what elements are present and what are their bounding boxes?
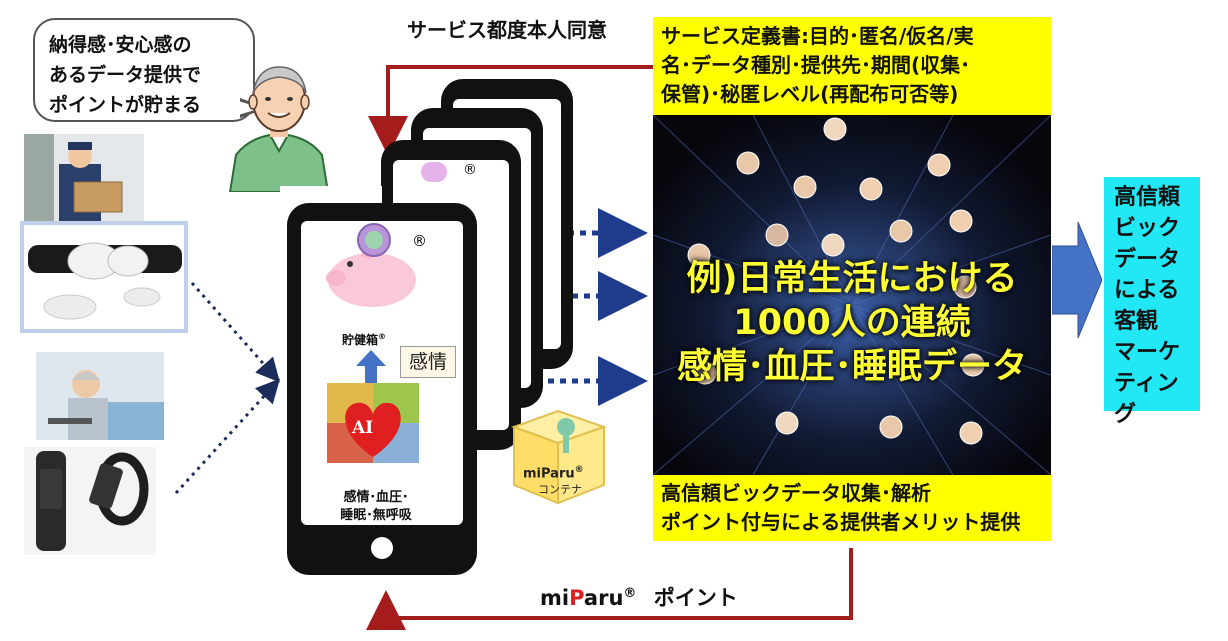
measure-line-2: 睡眠･無呼吸 — [326, 507, 426, 525]
ai-label: AI — [352, 418, 373, 438]
piggy-label: 貯健箱® — [342, 331, 386, 348]
up-arrow — [356, 350, 386, 384]
big-data-panel: 例)日常生活における 1000人の連続 感情･血圧･睡眠データ — [653, 115, 1051, 475]
points-label: miParu® ポイント — [540, 582, 738, 612]
measure-text: 感情･血圧･ 睡眠･無呼吸 — [326, 489, 426, 525]
registered-mark-front: ® — [412, 232, 427, 250]
points-rest: aru — [584, 586, 623, 610]
piggy-bank-icon — [320, 220, 420, 310]
emotion-tag: 感情 — [400, 346, 456, 378]
output-line-6: マーケ — [1114, 337, 1200, 368]
output-line-3: データ — [1114, 244, 1200, 275]
collection-line-1: 高信頼ビックデータ収集･解析 — [661, 479, 1043, 508]
output-line-2: ビック — [1114, 213, 1200, 244]
registered-mark-back: ® — [463, 162, 477, 178]
points-mark: ® — [623, 586, 636, 601]
service-definition-box: サービス定義書:目的･匿名/仮名/実 名･データ種別･提供先･期間(収集･ 保管… — [653, 17, 1051, 115]
center-line-3: 感情･血圧･睡眠データ — [653, 345, 1051, 389]
home-button-icon[interactable] — [371, 537, 393, 559]
output-arrow — [1052, 222, 1102, 338]
center-line-1: 例)日常生活における — [653, 257, 1051, 301]
measure-line-1: 感情･血圧･ — [326, 489, 426, 507]
consent-label: サービス都度本人同意 — [407, 14, 607, 43]
service-def-line-2: 名･データ種別･提供先･期間(収集･ — [661, 51, 1043, 80]
container-label: コンテナ — [538, 481, 582, 497]
center-text: 例)日常生活における 1000人の連続 感情･血圧･睡眠データ — [653, 257, 1051, 389]
avatar-mini — [421, 162, 447, 182]
output-line-1: 高信頼 — [1114, 182, 1200, 213]
piggy-label-mark: ® — [378, 332, 386, 341]
collection-box: 高信頼ビックデータ収集･解析 ポイント付与による提供者メリット提供 — [653, 475, 1051, 541]
service-def-line-3: 保管)･秘匿レベル(再配布可否等) — [661, 80, 1043, 109]
output-line-7: ティング — [1114, 368, 1200, 430]
points-prefix: mi — [540, 586, 569, 610]
output-box: 高信頼 ビック データ による 客観 マーケ ティング — [1104, 177, 1200, 411]
container-brand-text: miParu — [523, 466, 575, 481]
output-line-4: による — [1114, 275, 1200, 306]
container-brand-mark: ® — [575, 465, 584, 475]
points-p: P — [569, 586, 584, 610]
piggy-label-text: 貯健箱 — [342, 333, 378, 347]
points-suffix: ポイント — [654, 586, 738, 610]
collection-line-2: ポイント付与による提供者メリット提供 — [661, 508, 1043, 537]
container-brand: miParu® — [523, 465, 584, 481]
service-def-line-1: サービス定義書:目的･匿名/仮名/実 — [661, 22, 1043, 51]
center-line-2: 1000人の連続 — [653, 301, 1051, 345]
output-line-5: 客観 — [1114, 306, 1200, 337]
